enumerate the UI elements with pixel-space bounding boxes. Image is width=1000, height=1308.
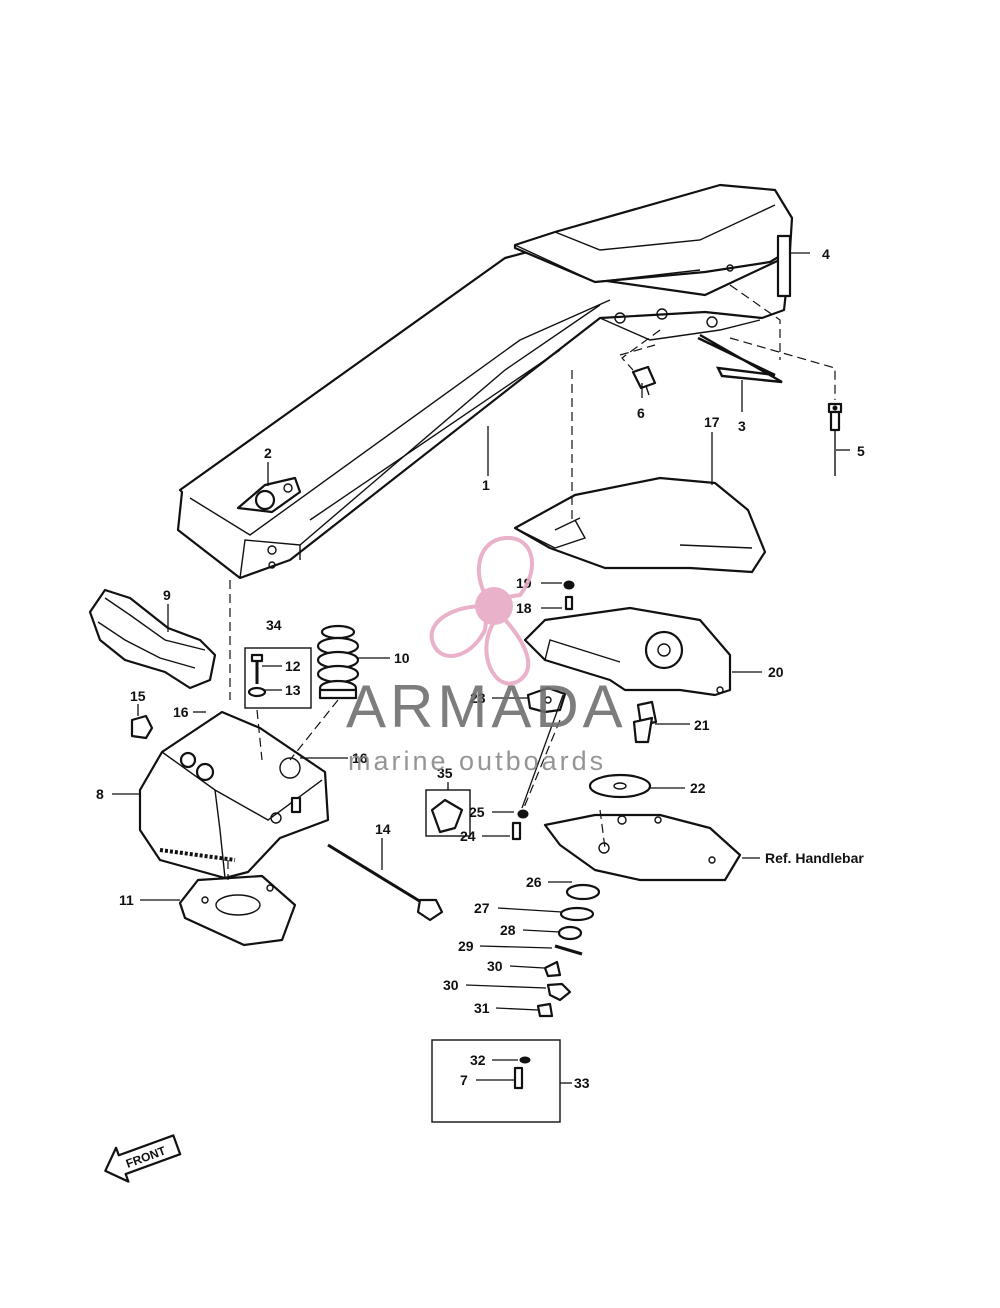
- leader-lines: [112, 252, 850, 1084]
- part-6-bolt: [631, 365, 657, 396]
- front-arrow-icon: FRONT: [104, 1134, 182, 1183]
- callout-16-right: 16: [352, 750, 368, 766]
- part-1-handle-pole: [176, 248, 792, 580]
- callout-23: 23: [470, 690, 486, 706]
- callout-34: 34: [266, 617, 282, 633]
- callout-11: 11: [119, 892, 134, 908]
- part-12-13-bolt-washer: [247, 653, 267, 698]
- reference-label: Ref. Handlebar: [765, 850, 864, 866]
- callout-4: 4: [822, 246, 830, 262]
- stack-parts-26-31: [536, 883, 601, 1018]
- callout-30-upper: 30: [487, 958, 503, 974]
- callout-1: 1: [482, 477, 490, 493]
- callout-25: 25: [469, 804, 485, 820]
- box-34: [244, 647, 312, 709]
- callout-24: 24: [460, 828, 476, 844]
- part-2-lock-knob: [236, 476, 302, 514]
- callout-29: 29: [458, 938, 474, 954]
- callout-17: 17: [704, 414, 720, 430]
- watermark-subtitle: marine outboards: [348, 746, 606, 776]
- callout-31: 31: [474, 1000, 490, 1016]
- part-21-pin: [632, 700, 658, 744]
- callout-16-left: 16: [173, 704, 189, 720]
- part-23-latch: [526, 686, 567, 714]
- part-15-nut: [130, 714, 154, 740]
- handlebar-base-plate: [543, 813, 742, 882]
- part-10-bellows: [316, 624, 360, 700]
- callout-27: 27: [474, 900, 490, 916]
- watermark-title: ARMADA: [346, 673, 627, 740]
- callout-9: 9: [163, 587, 171, 603]
- watermark-logo: ARMADA marine outboards: [346, 535, 627, 776]
- part-32-7-screw-washer: [513, 1056, 531, 1090]
- callout-5: 5: [857, 443, 865, 459]
- callout-12: 12: [285, 658, 301, 674]
- callout-6: 6: [637, 405, 645, 421]
- callout-13: 13: [285, 682, 301, 698]
- small-hardware: [511, 580, 575, 841]
- callout-33: 33: [574, 1075, 590, 1091]
- part-8-pivot-bracket: [138, 710, 330, 880]
- part-22-washer: [588, 773, 652, 799]
- callout-28: 28: [500, 922, 516, 938]
- callout-30-lower: 30: [443, 977, 459, 993]
- part-5-rivet: [827, 402, 843, 476]
- assembly-lines: [227, 284, 836, 880]
- part-35-fastener: [430, 798, 464, 834]
- callout-32: 32: [470, 1052, 486, 1068]
- propeller-logo-icon: [429, 535, 534, 686]
- callout-14: 14: [375, 821, 391, 837]
- callout-7: 7: [460, 1072, 468, 1088]
- callout-21: 21: [694, 717, 710, 733]
- callout-8: 8: [96, 786, 104, 802]
- callout-2: 2: [264, 445, 272, 461]
- box-33: [431, 1039, 561, 1123]
- callout-10: 10: [394, 650, 410, 666]
- callout-labels: 1 2 3 4 5 6 7 8 9 10 11 12 13 14 15 16 1…: [96, 246, 865, 1091]
- part-17-lower-cover: [513, 476, 767, 574]
- part-9-grip: [88, 588, 217, 690]
- callout-15: 15: [130, 688, 146, 704]
- part-11-base-plate: [178, 874, 297, 947]
- callout-18: 18: [516, 600, 532, 616]
- part-20-mount-plate: [523, 606, 732, 697]
- callout-20: 20: [768, 664, 784, 680]
- part-4-end-cap: [513, 183, 794, 298]
- callout-35: 35: [437, 765, 453, 781]
- part-14-through-bolt: [327, 843, 444, 922]
- callout-3: 3: [738, 418, 746, 434]
- callout-22: 22: [690, 780, 706, 796]
- callout-26: 26: [526, 874, 542, 890]
- part-3-spring-clip: [697, 333, 783, 384]
